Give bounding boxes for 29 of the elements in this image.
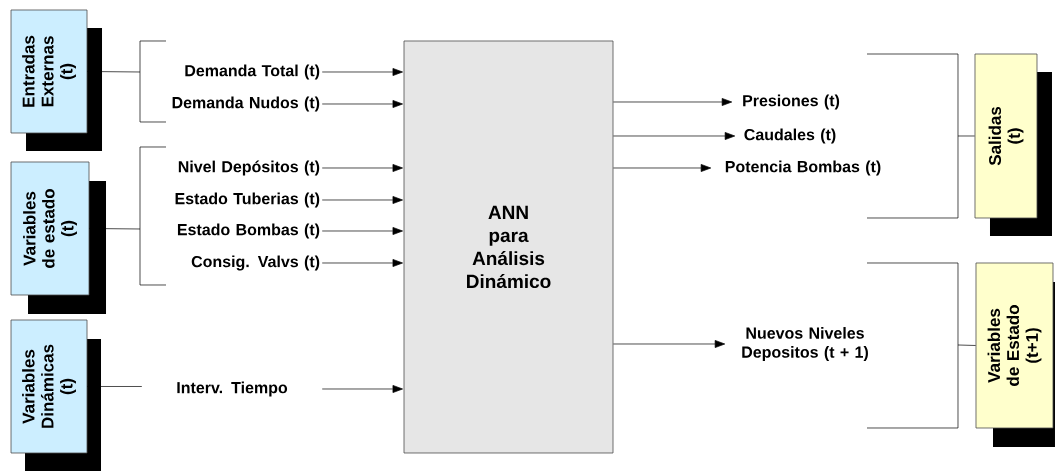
signal-label: Estado Tuberias (t): [175, 192, 320, 208]
signal-label: Potencia Bombas (t): [725, 160, 881, 176]
shadowed-box: Salidas (t): [974, 53, 1052, 236]
shadowed-box: Variables de estado (t): [10, 161, 106, 314]
signal-label: Caudales (t): [744, 128, 836, 144]
process-box: ANN para Análisis Dinámico: [403, 40, 614, 454]
arrow: [321, 100, 403, 108]
arrow: [321, 68, 403, 76]
signal-label: Demanda Nudos (t): [172, 96, 320, 112]
arrow: [321, 164, 403, 172]
signal-label: Demanda Total (t): [185, 64, 320, 80]
signal-label: Estado Bombas (t): [177, 223, 320, 239]
connector-line: [87, 386, 143, 387]
shadowed-box: Variables Dinámicas (t): [10, 319, 101, 471]
arrow: [321, 259, 403, 267]
arrow: [613, 164, 712, 172]
signal-label: Interv. Tiempo: [177, 381, 288, 397]
signal-label: Consig. Valvs (t): [191, 255, 320, 271]
arrow: [613, 132, 736, 140]
arrow: [613, 340, 726, 348]
arrow: [321, 385, 403, 393]
arrow: [613, 98, 733, 106]
signal-label: Nuevos Niveles Depositos (t + 1): [742, 327, 868, 361]
signal-label: Nivel Depósitos (t): [178, 160, 320, 176]
signal-label: Presiones (t): [743, 94, 840, 110]
shadowed-box: Entradas Externas (t): [10, 9, 102, 151]
arrow: [321, 196, 403, 204]
shadowed-box: Variables de Estado (t+1): [975, 262, 1055, 447]
arrow: [321, 227, 403, 235]
